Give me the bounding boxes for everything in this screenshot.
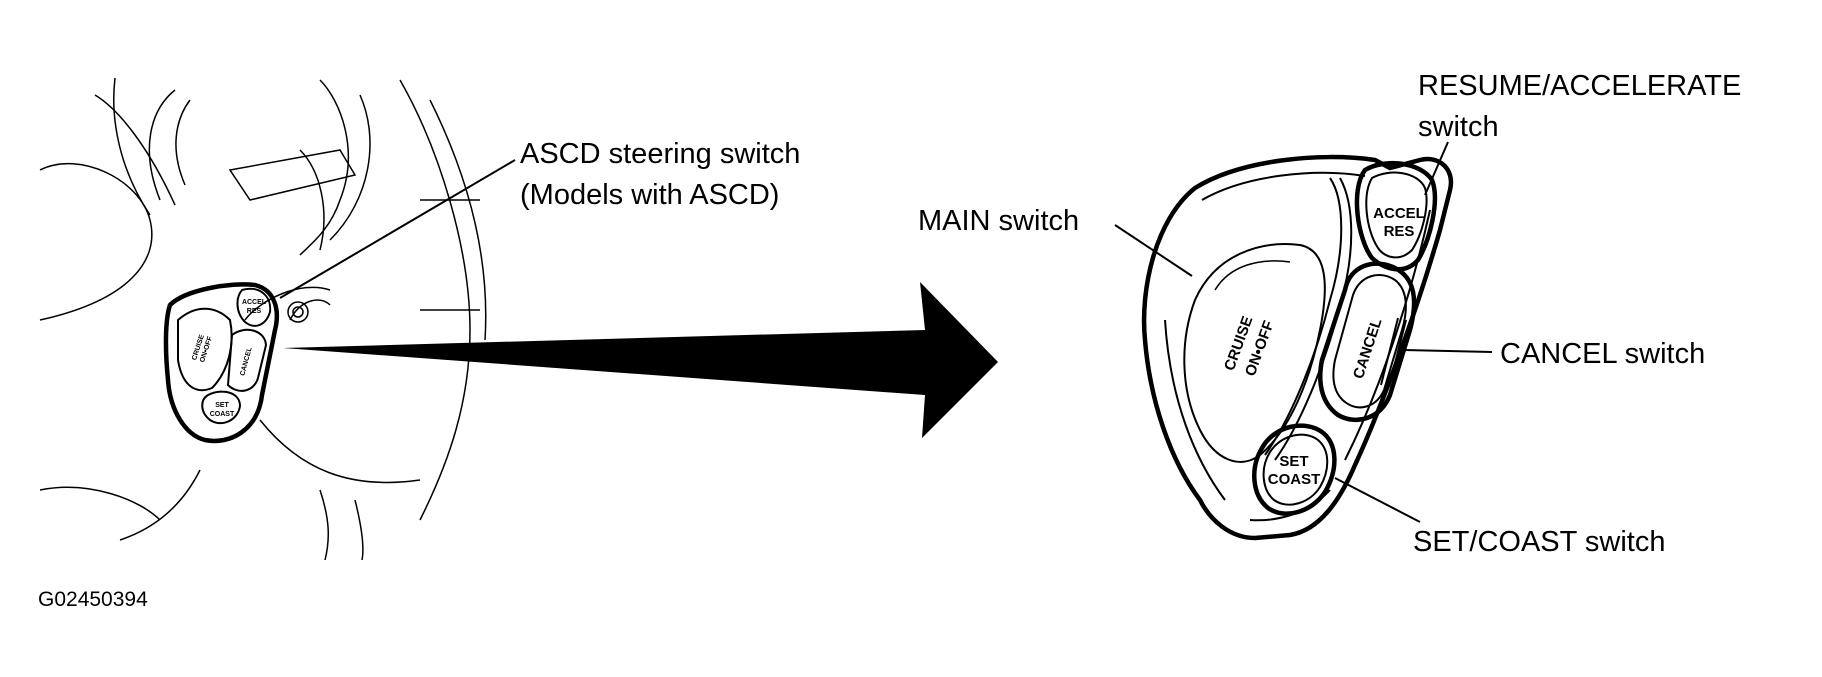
resume-switch-sublabel: switch <box>1418 111 1499 143</box>
steering-switch-label: ASCD steering switch <box>520 138 800 170</box>
main-cruise-button[interactable] <box>1183 243 1326 463</box>
cancel-switch-label: CANCEL switch <box>1500 338 1705 370</box>
steering-switch-sublabel: (Models with ASCD) <box>520 179 779 211</box>
set-coast-button[interactable] <box>1252 423 1337 516</box>
set-button-label: SET <box>1279 453 1308 470</box>
main-switch-leader-line <box>1114 224 1193 277</box>
cancel-switch-leader-line <box>1403 349 1493 353</box>
cancel-button[interactable] <box>1318 261 1417 423</box>
set-coast-switch-label: SET/COAST switch <box>1413 526 1665 558</box>
figure-id: G02450394 <box>38 588 148 611</box>
resume-switch-label: RESUME/ACCELERATE <box>1418 70 1741 102</box>
accel-button-label: ACCEL <box>1373 205 1425 222</box>
steering-wheel-illustration <box>39 77 487 561</box>
small-cancel-label: CANCEL <box>239 346 253 377</box>
small-coast-label: COAST <box>210 411 235 418</box>
steering-switch-leader-line <box>279 159 516 299</box>
accel-res-button[interactable] <box>1354 161 1438 272</box>
resume-switch-leader-line <box>1424 141 1449 196</box>
small-accel-label: ACCEL <box>242 299 267 306</box>
main-switch-label: MAIN switch <box>918 205 1079 237</box>
res-button-label: RES <box>1384 223 1415 240</box>
zoom-arrow <box>283 282 998 438</box>
coast-button-label: COAST <box>1268 471 1321 488</box>
small-set-label: SET <box>215 402 229 409</box>
cancel-button-label: CANCEL <box>1350 316 1385 381</box>
enlarged-switch-illustration: CRUISE ON•OFF ACCEL RES CANCEL SET COAST <box>1141 154 1454 541</box>
small-switch-illustration: CRUISE ON•OFF ACCEL RES CANCEL SET COAST <box>163 282 280 444</box>
set-coast-switch-leader-line <box>1334 477 1421 523</box>
small-res-label: RES <box>247 308 262 315</box>
